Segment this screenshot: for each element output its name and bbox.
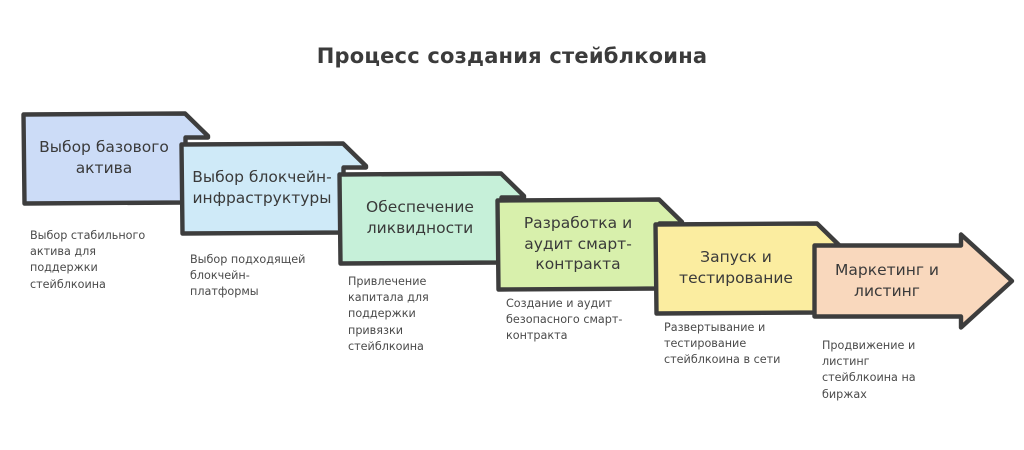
step-1-shape (21, 111, 211, 206)
step-3-caption: Привлечение капитала для поддержки привя… (348, 275, 429, 353)
process-step-1[interactable]: Выбор базового актива (21, 111, 211, 206)
process-step-6[interactable]: Маркетинг и листинг (812, 232, 1015, 330)
step-6-caption: Продвижение и листинг стейблкоина на бир… (822, 339, 916, 401)
step-1-caption: Выбор стабильного актива для поддержки с… (30, 229, 146, 291)
step-4-shape (495, 197, 685, 292)
process-step-5[interactable]: Запуск и тестирование (653, 221, 843, 316)
step-6-arrow-shape (812, 232, 1015, 330)
step-2-shape (179, 141, 369, 236)
process-step-4[interactable]: Разработка и аудит смарт-контракта (495, 197, 685, 292)
process-step-3[interactable]: Обеспечение ликвидности (337, 171, 527, 266)
process-step-2[interactable]: Выбор блокчейн-инфраструктуры (179, 141, 369, 236)
page-title: Процесс создания стейблкоина (316, 44, 708, 68)
step-3-shape (337, 171, 527, 266)
step-2-caption: Выбор подходящей блокчейн-платформы (190, 253, 306, 299)
step-5-shape (653, 221, 843, 316)
step-5-caption: Развертывание и тестирование стейблкоина… (664, 321, 781, 367)
step-4-caption: Создание и аудит безопасного смарт-контр… (506, 297, 623, 343)
